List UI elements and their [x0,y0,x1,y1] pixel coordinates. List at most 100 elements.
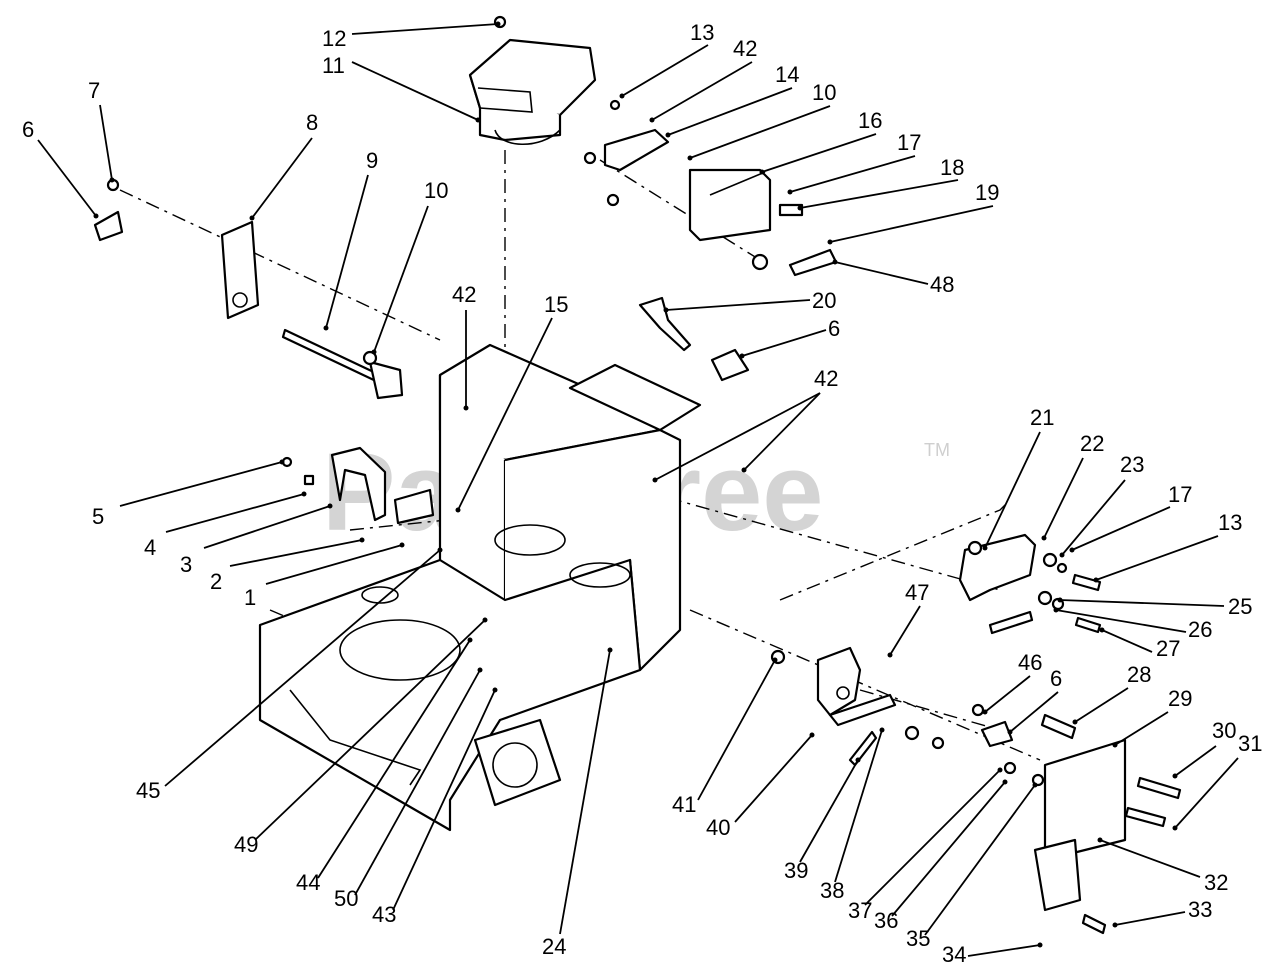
leader-line [621,44,709,97]
leader-dot [652,477,658,483]
leader-dot [1032,782,1038,788]
callout-33: 33 [1188,897,1212,922]
leader-lines [37,21,1239,957]
leader-dot [1097,837,1103,843]
leader-line [325,174,369,329]
callout-42b: 42 [452,282,476,307]
leader-line [967,944,1041,957]
leader-line [789,155,916,193]
leader-dot [607,647,613,653]
leader-line [889,605,921,656]
callout-labels: 12 11 13 42 14 10 16 17 18 19 48 7 6 8 9… [22,20,1262,967]
callout-26: 26 [1188,617,1212,642]
leader-dot [109,177,115,183]
leader-line [373,205,429,353]
callout-37: 37 [848,898,872,923]
callout-46: 46 [1018,650,1042,675]
callout-35: 35 [906,926,930,951]
callout-20: 20 [812,288,836,313]
leader-dot [619,93,625,99]
leader-dot [1053,607,1059,613]
leader-line [351,61,479,121]
leader-dot [982,545,988,551]
lever-assembly-part [281,446,435,525]
callout-45: 45 [136,778,160,803]
callout-3: 3 [180,552,192,577]
leader-dot [687,155,693,161]
leader-dot [93,213,99,219]
leader-line [741,329,827,357]
callout-11: 11 [322,53,345,78]
leader-dot [797,205,803,211]
leader-dot [1172,825,1178,831]
main-housing-part [258,343,702,832]
leader-line [1059,599,1225,607]
callout-28: 28 [1127,662,1151,687]
leader-dot [323,325,329,331]
leader-line [864,769,1001,906]
leader-dot [855,757,861,763]
leader-line [924,784,1036,936]
leader-dot [455,507,461,513]
callout-29: 29 [1168,686,1192,711]
right-plate-part [971,703,1182,935]
leader-line [37,139,97,217]
latch-bracket-part [583,99,670,207]
callout-6c: 6 [1050,666,1062,691]
leader-line [1174,745,1217,777]
callout-7: 7 [88,78,100,103]
leader-dot [1002,779,1008,785]
callout-23: 23 [1120,452,1144,477]
leader-line [984,675,1031,713]
leader-dot [1007,729,1013,735]
callout-22: 22 [1080,431,1104,456]
leader-line [317,639,471,879]
leader-dot [809,732,815,738]
leader-line [834,261,929,285]
leader-line [254,619,486,841]
callout-17b: 17 [1168,482,1192,507]
leader-line [1071,506,1171,551]
left-bracket-part [93,178,404,400]
leader-line [203,505,331,549]
leader-dot [477,667,483,673]
leader-line [891,781,1006,917]
leader-dot [739,353,745,359]
leader-line [457,317,553,511]
pivot-plate-part [770,646,945,767]
leader-dot [1099,627,1105,633]
leader-line [1095,535,1219,581]
callout-5: 5 [92,504,104,529]
leader-line [1043,457,1084,539]
leader-dot [649,117,655,123]
leader-dot [982,709,988,715]
callout-6: 6 [22,117,34,142]
leader-dot [1059,552,1065,558]
leader-line [743,392,821,471]
callout-36: 36 [874,908,898,933]
leader-line [834,729,883,883]
right-lever-part [958,533,1102,635]
callout-49: 49 [234,832,258,857]
callout-18: 18 [940,155,964,180]
leader-line [697,659,776,801]
leader-dot [463,405,469,411]
leader-line [1114,711,1169,746]
leader-line [734,734,813,823]
leader-dot [475,117,481,123]
switch-module-part [468,15,597,146]
callout-47: 47 [905,580,929,605]
callout-10: 10 [812,80,836,105]
leader-line [799,179,959,209]
leader-dot [787,189,793,195]
leader-line [559,649,611,935]
leader-line [99,104,113,181]
leader-dot [879,727,885,733]
callout-44: 44 [296,870,320,895]
leader-line [651,61,753,121]
callout-21: 21 [1030,405,1054,430]
callout-30: 30 [1212,718,1236,743]
leader-line [799,759,859,863]
callout-8: 8 [306,110,318,135]
